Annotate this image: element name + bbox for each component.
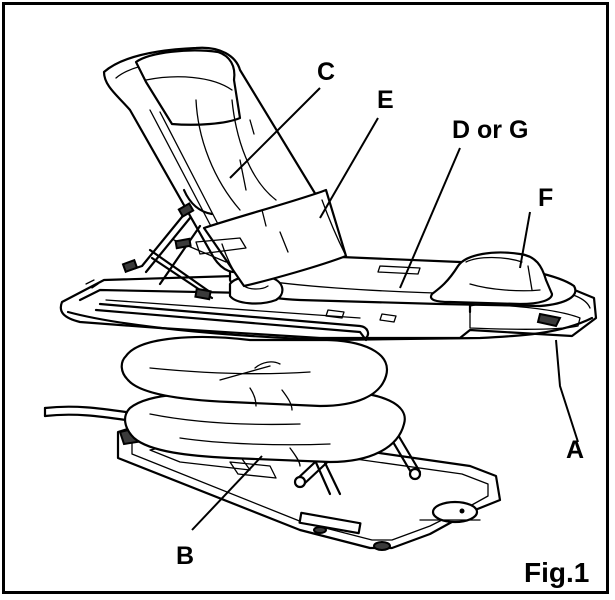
callout-b: B — [176, 542, 194, 570]
side-handle — [429, 251, 554, 306]
leader-lines — [191, 87, 579, 531]
recline-links — [121, 202, 247, 301]
callout-f: F — [538, 184, 553, 212]
figure-label: Fig.1 — [524, 557, 589, 588]
base-handle — [298, 511, 362, 535]
leader-c — [229, 87, 321, 179]
leader-e — [319, 117, 379, 219]
leader-b — [191, 455, 263, 531]
figure-border — [2, 2, 609, 594]
back-strap — [202, 188, 348, 288]
leader-a — [555, 339, 579, 443]
callout-e: E — [377, 86, 394, 114]
leader-f — [519, 211, 531, 269]
callout-a: A — [566, 436, 584, 464]
base-foot-pad — [431, 500, 479, 524]
headrest — [134, 49, 242, 126]
air-cushions — [120, 335, 406, 467]
callout-c: C — [317, 58, 335, 86]
leader-d — [399, 147, 461, 289]
callout-d-or-g: D or G — [452, 116, 528, 144]
